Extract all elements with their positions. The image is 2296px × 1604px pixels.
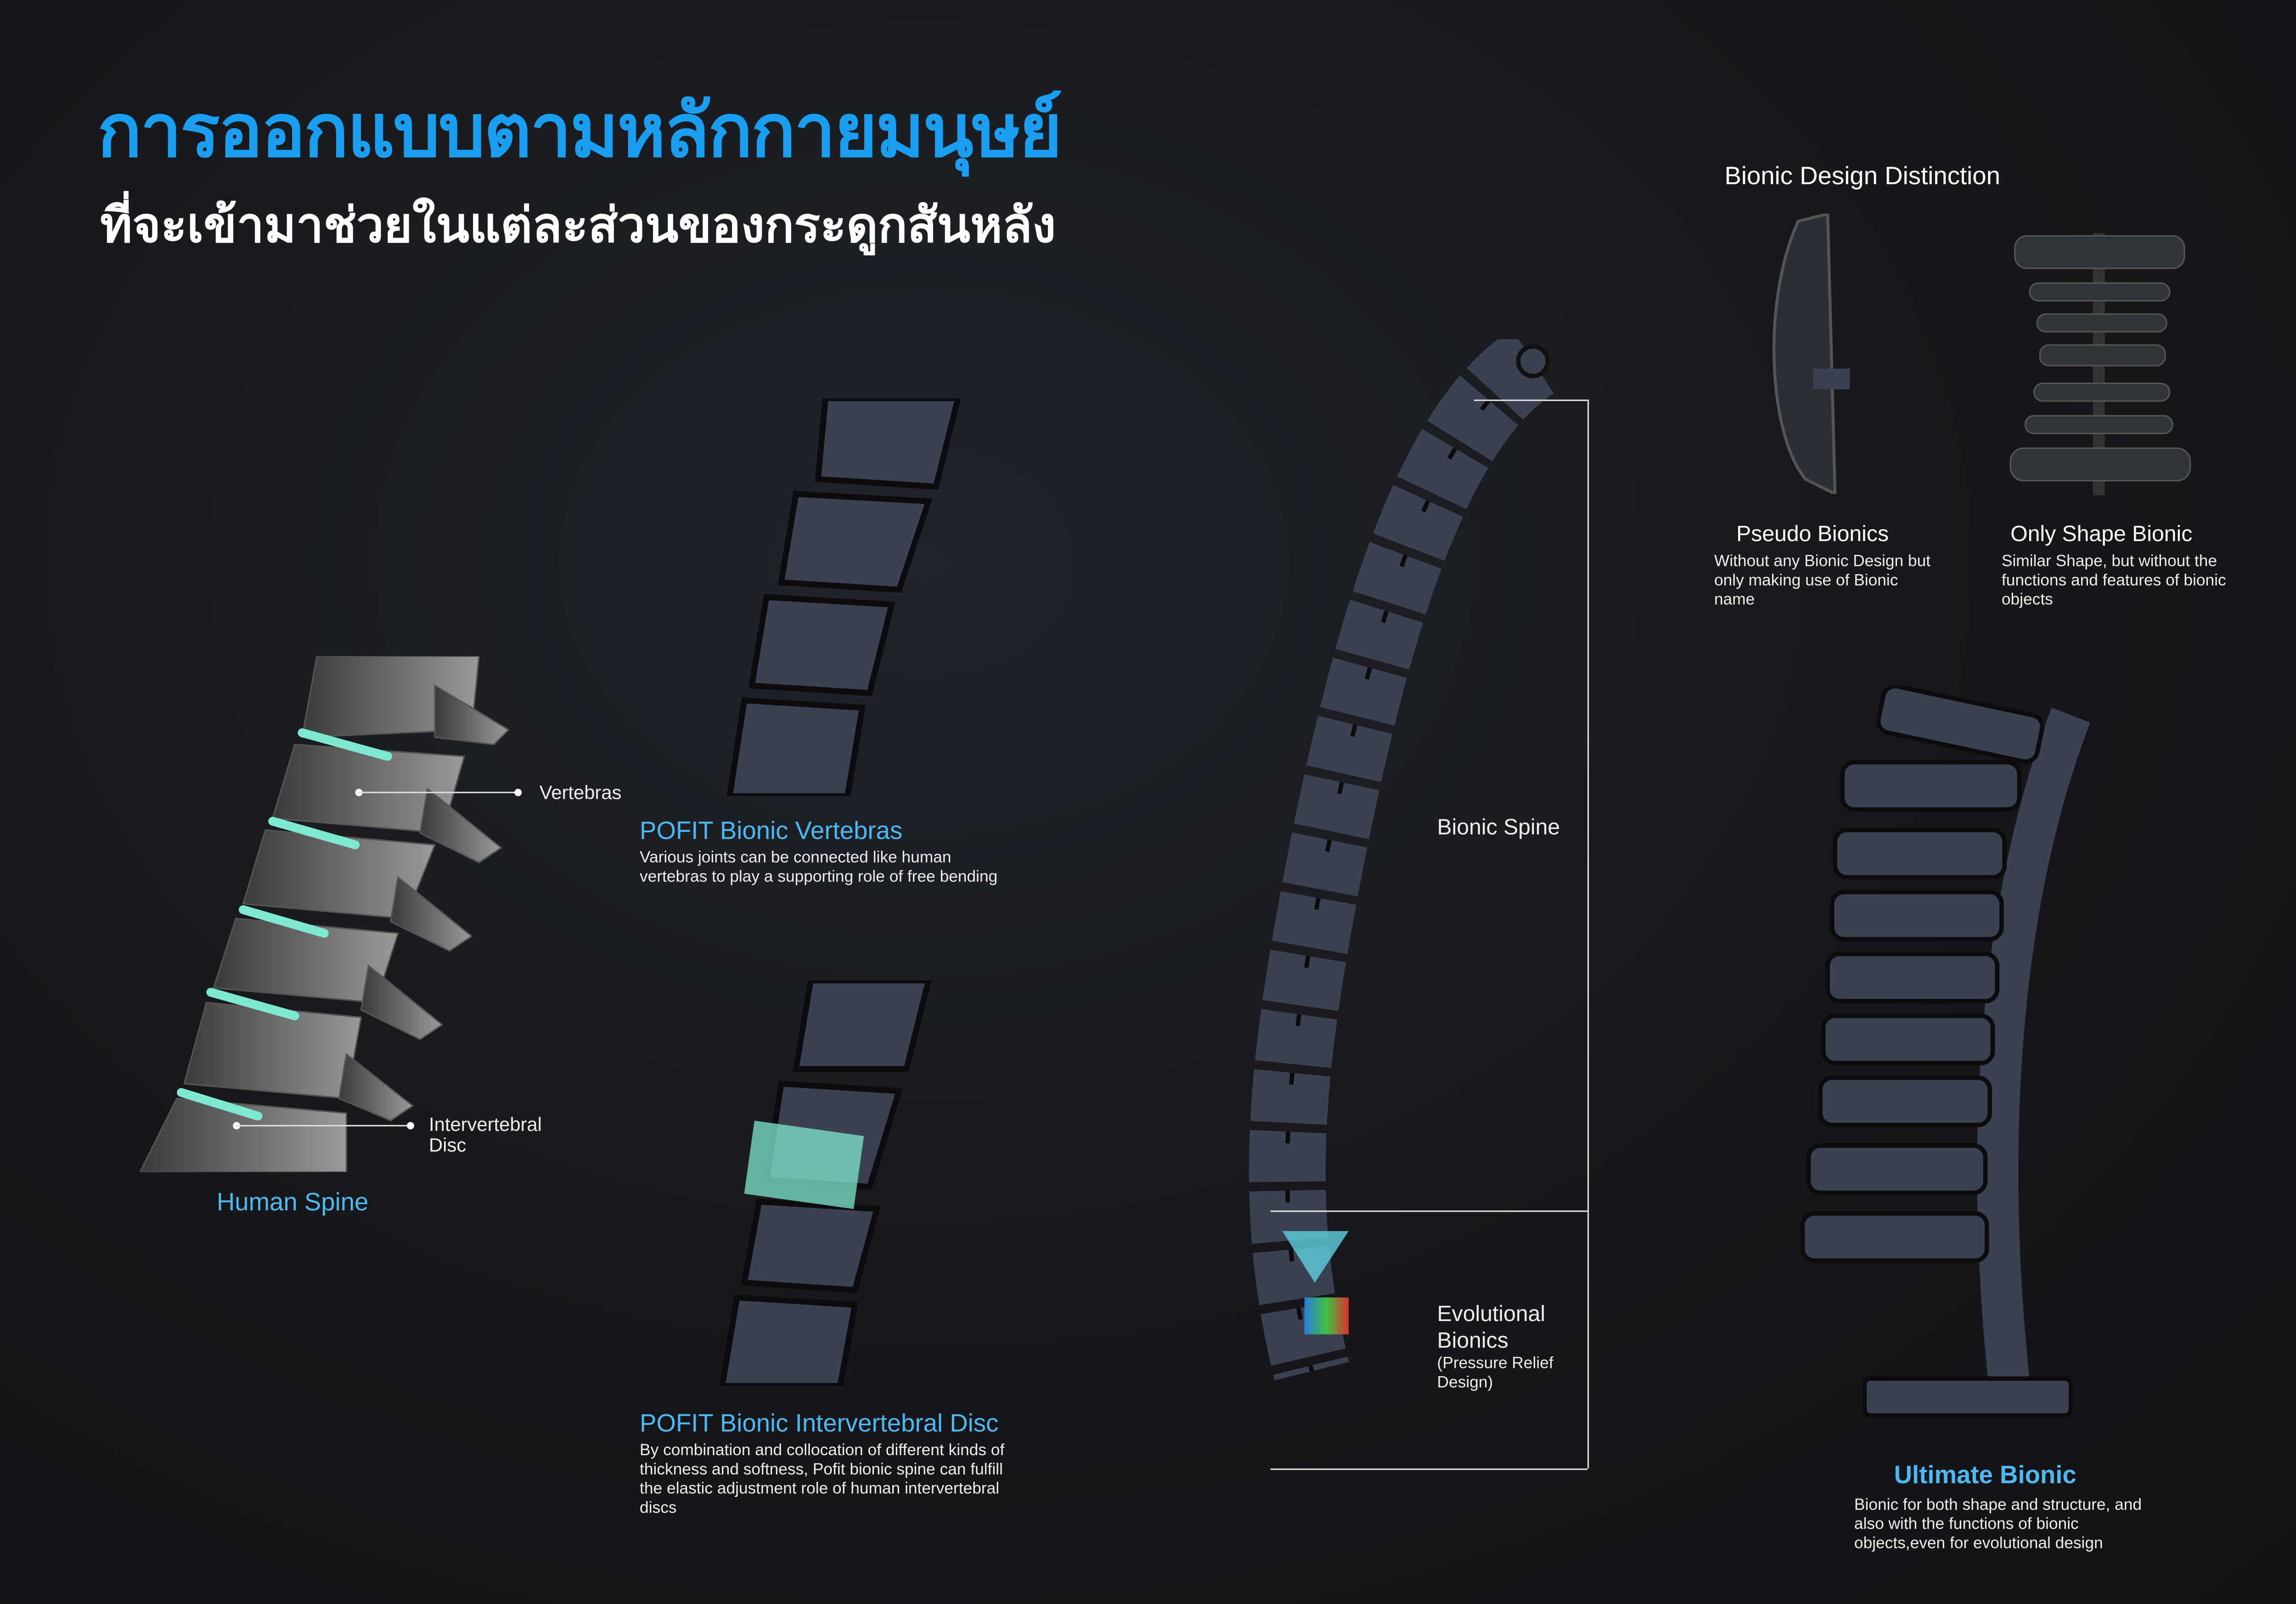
- ultimate-bionic-image: [1800, 685, 2090, 1418]
- page-subtitle: ที่จะเข้ามาช่วยในแต่ละส่วนของกระดูกสันหล…: [100, 198, 1056, 252]
- pressure-relief-note: (Pressure Relief Design): [1437, 1355, 1553, 1392]
- bionic-disc-image: [719, 980, 932, 1386]
- callout-line: [236, 1125, 410, 1127]
- disc-title: POFIT Bionic Intervertebral Disc: [640, 1409, 999, 1438]
- pseudo-bionics-image: [1773, 214, 1850, 494]
- shape-bionic-description: Similar Shape, but without the functions…: [2001, 553, 2226, 609]
- vertebras-title: POFIT Bionic Vertebras: [640, 817, 903, 845]
- callout-dot: [406, 1122, 414, 1130]
- evolutional-bionics-label: Evolutional Bionics: [1437, 1302, 1546, 1354]
- bionic-vertebras-image: [726, 398, 961, 796]
- bracket-line: [1474, 399, 1587, 401]
- bionic-spine-label: Bionic Spine: [1437, 815, 1560, 841]
- ultimate-bionic-title: Ultimate Bionic: [1894, 1461, 2077, 1489]
- intervertebral-disc-label: Intervertebral Disc: [429, 1113, 542, 1156]
- vertebras-description: Various joints can be connected like hum…: [640, 849, 998, 887]
- human-spine-image: [140, 656, 510, 1172]
- bracket-line: [1270, 1468, 1587, 1470]
- distinction-title: Bionic Design Distinction: [1724, 162, 2000, 191]
- page-title: การออกแบบตามหลักกายมนุษย์: [97, 90, 1062, 173]
- bracket-line: [1270, 1210, 1587, 1212]
- bionic-spine-image: [1249, 339, 1554, 1381]
- ultimate-bionic-description: Bionic for both shape and structure, and…: [1854, 1496, 2142, 1553]
- disc-description: By combination and collocation of differ…: [640, 1442, 1005, 1517]
- callout-line: [358, 791, 521, 793]
- shape-bionic-title: Only Shape Bionic: [2010, 522, 2193, 547]
- pseudo-bionics-title: Pseudo Bionics: [1736, 522, 1889, 547]
- shape-bionic-image: [2009, 233, 2191, 496]
- pseudo-bionics-description: Without any Bionic Design but only makin…: [1714, 553, 1931, 609]
- vertebras-label: Vertebras: [539, 781, 622, 804]
- bracket-line: [1587, 399, 1589, 1468]
- callout-dot: [514, 789, 522, 796]
- human-spine-label: Human Spine: [216, 1188, 369, 1217]
